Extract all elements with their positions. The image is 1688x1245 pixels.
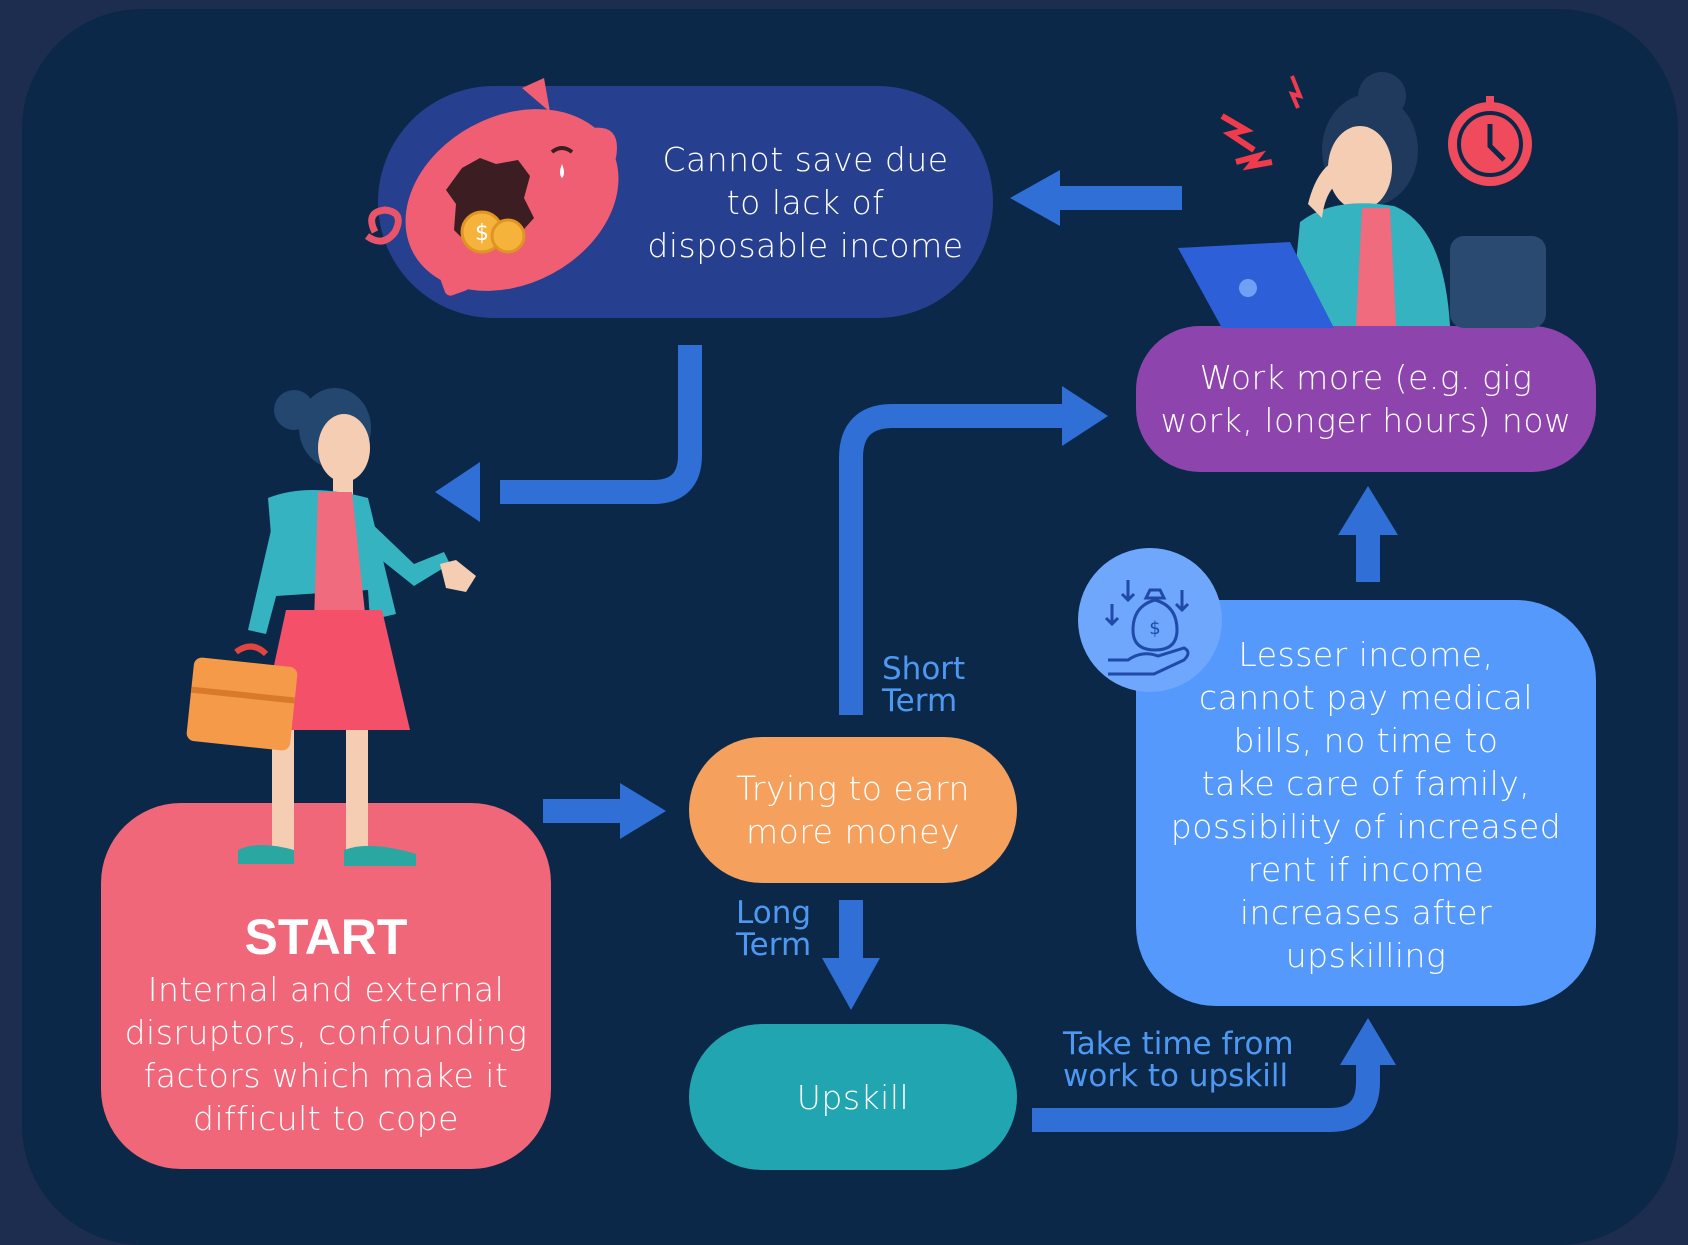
node-lesser-line-2: cannot pay medical (1198, 678, 1534, 717)
node-cannot-save-line-2: to lack of (726, 182, 885, 222)
node-work-more: Work more (e.g. gig work, longer hours) … (1136, 326, 1596, 472)
label-take-time-line-1: Take time from (1063, 1026, 1294, 1062)
arrowhead-lesser-to-work (1338, 486, 1398, 535)
label-short-term-line-2: Term (882, 683, 958, 719)
node-cannot-save-line-1: Cannot save due (662, 139, 949, 179)
node-start-line-1: Internal and external (147, 969, 505, 1009)
node-start-line-2: disruptors, confounding (124, 1012, 528, 1052)
node-lesser-line-8: upskilling (1285, 936, 1447, 975)
label-take-time: Take time from work to upskill (1063, 1028, 1294, 1092)
arrow-save-to-start (500, 345, 702, 504)
svg-text:$: $ (1149, 618, 1160, 639)
label-long-term: Long Term (736, 897, 811, 961)
node-lesser-income: Lesser income, cannot pay medical bills,… (1136, 600, 1596, 1006)
money-bag-hand-icon: $ (1078, 548, 1222, 692)
arrowhead-save-to-start (435, 462, 480, 522)
node-lesser-line-3: bills, no time to (1233, 721, 1499, 760)
node-trying-earn: Trying to earn more money (689, 737, 1017, 883)
stressed-woman-icon (1178, 72, 1546, 328)
arrowhead-upskill-to-lesser (1340, 1018, 1396, 1065)
arrow-earn-to-work (839, 404, 1065, 715)
piggy-bank-icon: $ (364, 78, 619, 296)
label-short-term: Short Term (882, 653, 965, 717)
arrowhead-start-to-earn (620, 783, 666, 839)
node-work-more-line-2: work, longer hours) now (1160, 401, 1572, 440)
node-work-more-line-1: Work more (e.g. gig (1199, 358, 1533, 397)
arrow-upskill-to-lesser (1032, 1050, 1380, 1132)
node-cannot-save-line-3: disposable income (647, 225, 964, 265)
clock-icon (1448, 96, 1532, 186)
arrowhead-work-to-save (1010, 170, 1060, 226)
node-lesser-line-1: Lesser income, (1238, 635, 1494, 674)
label-take-time-line-2: work to upskill (1063, 1058, 1289, 1094)
label-long-term-line-2: Term (736, 927, 812, 963)
node-start-line-4: difficult to cope (193, 1098, 459, 1138)
node-lesser-line-6: rent if income (1247, 850, 1485, 889)
businesswoman-icon (186, 388, 476, 866)
label-long-term-line-1: Long (736, 895, 812, 931)
node-upskill: Upskill (689, 1024, 1017, 1170)
node-start-line-3: factors which make it (143, 1055, 509, 1095)
node-upskill-label: Upskill (796, 1077, 910, 1117)
node-lesser-line-5: possibility of increased (1170, 807, 1562, 846)
node-trying-earn-line-2: more money (745, 812, 961, 851)
node-lesser-line-4: take care of family, (1201, 764, 1531, 803)
arrowhead-earn-to-work (1062, 386, 1108, 446)
node-trying-earn-line-1: Trying to earn (736, 769, 970, 808)
node-start: START Internal and external disruptors, … (101, 803, 551, 1169)
svg-text:$: $ (475, 221, 489, 246)
node-start-title: START (244, 908, 408, 965)
arrowhead-earn-to-upskill (822, 958, 880, 1010)
node-lesser-line-7: increases after (1239, 893, 1493, 932)
label-short-term-line-1: Short (882, 651, 966, 687)
